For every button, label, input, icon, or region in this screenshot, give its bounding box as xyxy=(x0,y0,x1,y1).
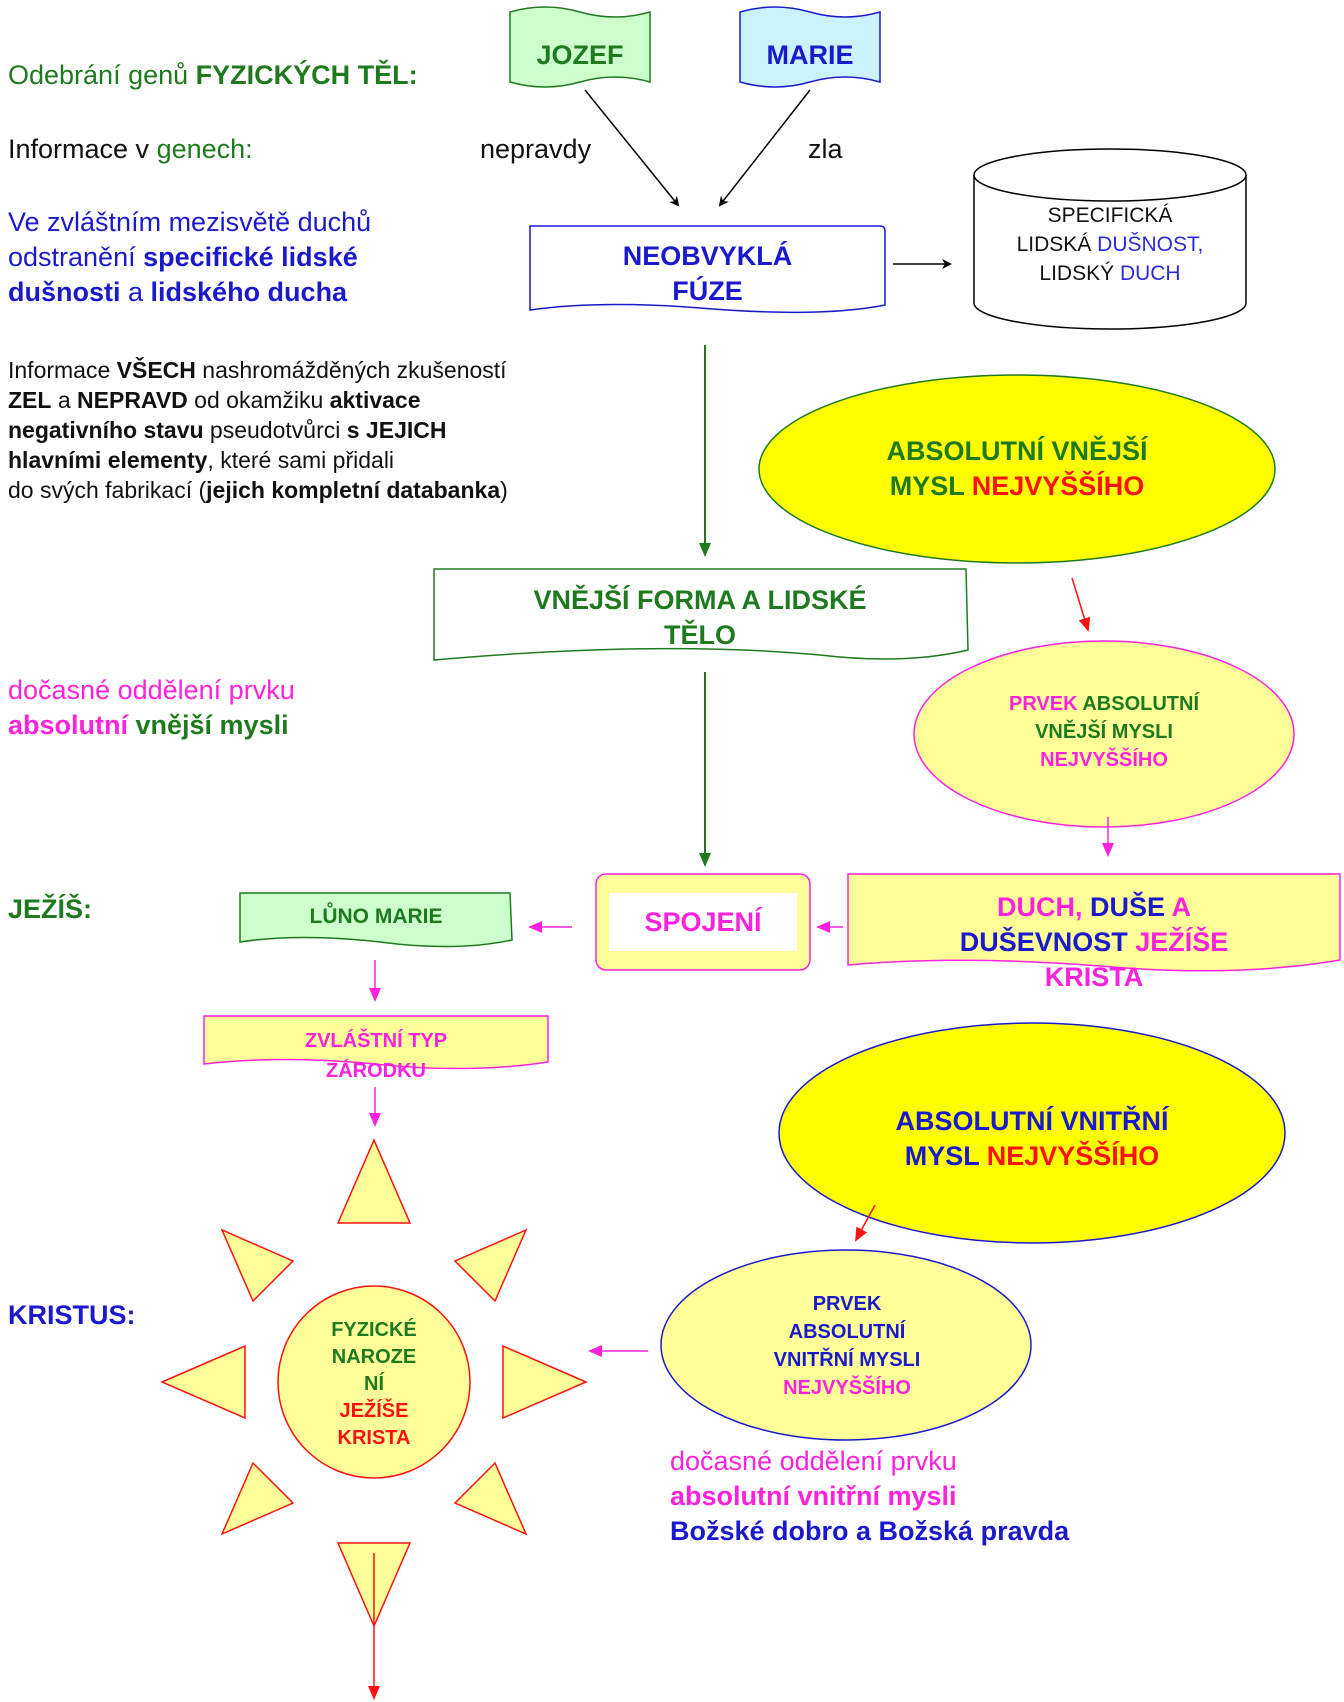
spirit-label: DUCH, DUŠE A DUŠEVNOST JEŽÍŠE KRISTA xyxy=(959,892,1229,992)
jozef-label: JOZEF xyxy=(536,40,624,70)
embryo-box xyxy=(203,1015,549,1070)
intermediate-world-text: Ve zvláštním mezisvětě duchů odstranění … xyxy=(8,207,372,307)
cylinder-top xyxy=(973,148,1247,202)
info-genes-text: Informace v genech: xyxy=(8,134,253,164)
inner-element-label: PRVEK ABSOLUTNÍ VNITŘNÍ MYSLI NEJVYŠŠÍHO xyxy=(773,1293,921,1399)
jesus-label: JEŽÍŠ: xyxy=(8,894,93,924)
union-inner-box xyxy=(609,893,797,951)
arrow-jozef-fusion xyxy=(584,89,680,207)
outer-element-label: PRVEK ABSOLUTNÍ VNĚJŠÍ MYSLI NEJVYŠŠÍHO xyxy=(1008,693,1200,771)
marie-flag xyxy=(739,6,881,88)
inner-element-ellipse xyxy=(660,1249,1032,1441)
arrow-marie-fusion xyxy=(718,89,811,207)
outer-form-box xyxy=(433,568,969,661)
arrow-innermind-element xyxy=(855,1204,876,1242)
inner-mind-ellipse xyxy=(778,1022,1286,1244)
womb-label: LŮNO MARIE xyxy=(309,905,443,928)
evil-label: zla xyxy=(808,134,843,164)
outer-mind-ellipse xyxy=(758,374,1276,564)
outer-separation-text: dočasné oddělení prvku absolutní vnější … xyxy=(8,675,295,740)
spirit-box xyxy=(847,873,1341,972)
cylinder-body xyxy=(973,175,1247,330)
untruth-label: nepravdy xyxy=(480,134,592,164)
arrow-mind-element xyxy=(1071,577,1091,632)
christ-label: KRISTUS: xyxy=(8,1300,136,1330)
outer-element-ellipse xyxy=(913,640,1295,828)
birth-label: FYZICKÉ NAROZE NÍ JEŽÍŠE KRISTA xyxy=(331,1319,417,1449)
genes-removal-text: Odebrání genů FYZICKÝCH TĚL: xyxy=(8,60,418,90)
inner-separation-text: dočasné oddělení prvku absolutní vnitřní… xyxy=(670,1446,1070,1546)
sun-core xyxy=(277,1285,471,1479)
outer-form-label: VNĚJŠÍ FORMA A LIDSKÉ TĚLO xyxy=(533,585,867,650)
womb-box xyxy=(239,892,513,948)
inner-mind-label: ABSOLUTNÍ VNITŘNÍ MYSL NEJVYŠŠÍHO xyxy=(895,1106,1169,1171)
info-all-text: Informace VŠECH nashromážděných zkušenos… xyxy=(8,357,508,503)
union-label: SPOJENÍ xyxy=(644,907,762,937)
marie-label: MARIE xyxy=(766,40,854,70)
fusion-label: NEOBVYKLÁ FÚZE xyxy=(622,241,793,306)
fusion-box xyxy=(529,225,886,314)
outer-mind-label: ABSOLUTNÍ VNĚJŠÍ MYSL NEJVYŠŠÍHO xyxy=(886,436,1148,501)
embryo-label: ZVLÁŠTNÍ TYP ZÁRODKU xyxy=(304,1030,448,1082)
cylinder-label: SPECIFICKÁ LIDSKÁ DUŠNOST, LIDSKÝ DUCH xyxy=(1016,204,1204,285)
jozef-flag xyxy=(509,6,651,88)
